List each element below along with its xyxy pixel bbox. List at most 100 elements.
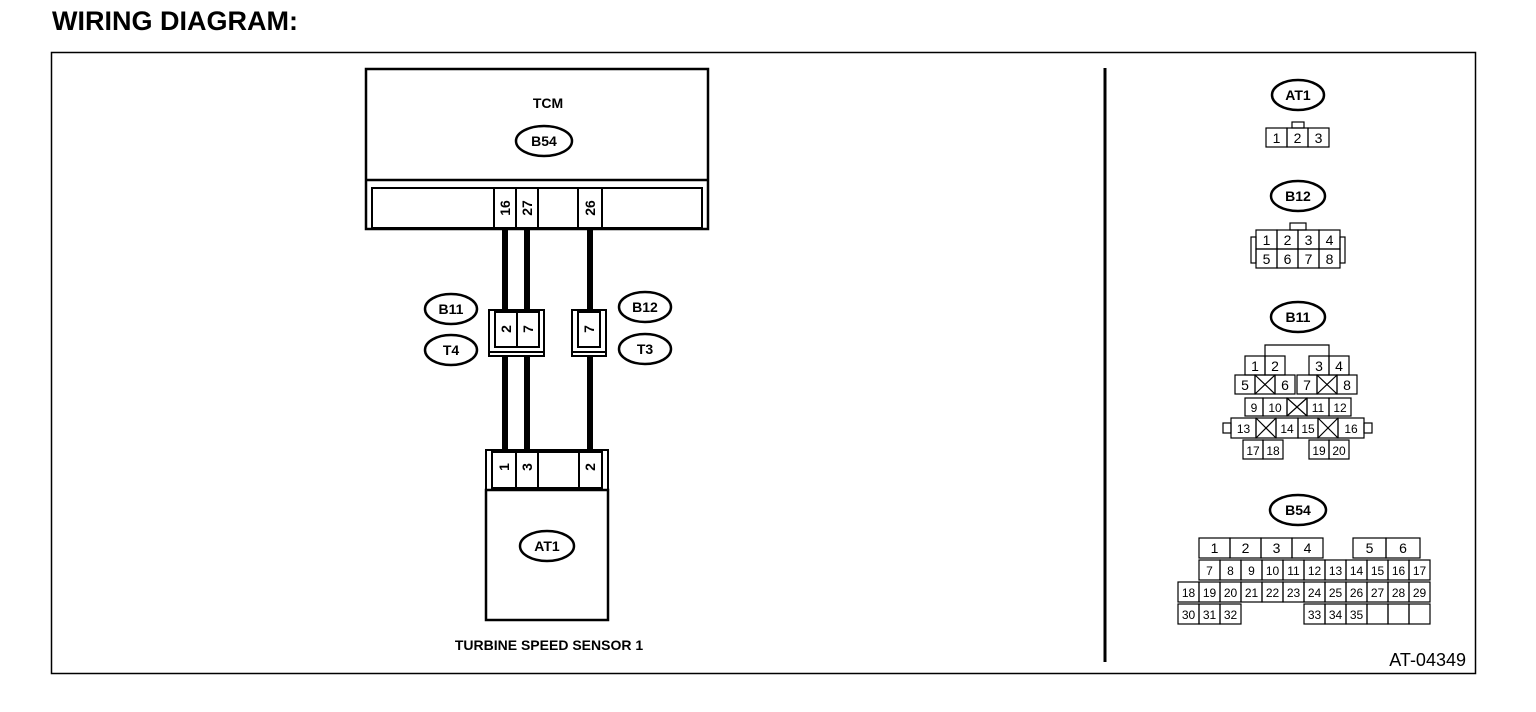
b54-pin: 27	[1371, 586, 1385, 600]
b54-pin: 25	[1329, 586, 1343, 600]
b54-pin: 34	[1329, 608, 1343, 622]
sensor-connector-label: AT1	[534, 538, 560, 554]
tcm-pin-27: 27	[519, 200, 535, 216]
b11-pin: 19	[1312, 444, 1326, 458]
b54-pin: 3	[1273, 540, 1281, 556]
b54-pin: 7	[1206, 564, 1213, 578]
diagram-frame	[50, 51, 1477, 675]
b11-pin: 6	[1281, 377, 1289, 393]
b54-pin: 19	[1203, 586, 1217, 600]
sensor-name: TURBINE SPEED SENSOR 1	[455, 637, 643, 653]
connector-b12-label: B12	[1285, 188, 1311, 204]
sensor-pin-1: 1	[496, 463, 512, 471]
joint-b11-pin-7: 7	[520, 325, 536, 333]
page-title: WIRING DIAGRAM:	[52, 6, 298, 36]
joint-b12-pin-7: 7	[581, 325, 597, 333]
b12-pin: 2	[1284, 232, 1292, 248]
b12-pin: 6	[1284, 251, 1292, 267]
b12-pin: 5	[1263, 251, 1271, 267]
tcm-unit: TCM B54 16 27 26	[364, 67, 710, 231]
b54-pin: 11	[1287, 564, 1300, 578]
b11-pin: 16	[1344, 422, 1358, 436]
b54-pin: 18	[1182, 586, 1196, 600]
b11-pin: 4	[1335, 358, 1343, 374]
sensor-pin-3: 3	[519, 463, 535, 471]
joint-right-bottom-label: T3	[637, 341, 654, 357]
b11-pin: 20	[1332, 444, 1346, 458]
b54-cell	[1408, 581, 1431, 603]
joint-left-bottom-label: T4	[443, 342, 460, 358]
b54-cell	[1387, 603, 1410, 625]
b54-pin: 32	[1224, 608, 1238, 622]
b12-pin: 7	[1305, 251, 1313, 267]
b54-pin: 1	[1211, 540, 1219, 556]
b54-pin: 31	[1203, 608, 1217, 622]
b12-pin: 1	[1263, 232, 1271, 248]
b11-pin: 5	[1241, 377, 1249, 393]
b54-pin: 22	[1266, 586, 1280, 600]
joint-connector-b12-t3: 7 B12 T3	[571, 290, 673, 366]
b11-pin: 12	[1333, 401, 1347, 415]
b54-pin: 30	[1182, 608, 1196, 622]
b11-pin: 3	[1315, 358, 1323, 374]
b11-pin: 11	[1312, 401, 1325, 415]
b54-pin: 2	[1242, 540, 1250, 556]
turbine-speed-sensor: 1 3 2 AT1 TURBINE SPEED SENSOR 1	[455, 449, 643, 653]
joint-connector-b11-t4: 2 7 B11 T4	[423, 292, 545, 367]
b11-pin: 15	[1301, 422, 1315, 436]
b54-pin: 20	[1224, 586, 1238, 600]
b11-pin: 9	[1251, 401, 1258, 415]
b54-pin: 21	[1245, 586, 1259, 600]
b54-cell	[1366, 603, 1389, 625]
b54-pin: 29	[1413, 586, 1427, 600]
b54-pin: 33	[1308, 608, 1322, 622]
b11-pin: 17	[1246, 444, 1260, 458]
b11-pin: 1	[1251, 358, 1259, 374]
b12-pin: 3	[1305, 232, 1313, 248]
connector-at1-view: AT1 1 2 3	[1265, 78, 1330, 148]
b54-pin: 9	[1248, 564, 1255, 578]
b11-pin: 10	[1268, 401, 1282, 415]
b11-pin: 18	[1266, 444, 1280, 458]
b54-pin: 17	[1413, 564, 1427, 578]
b54-cell	[1385, 537, 1421, 559]
b54-pin: 15	[1371, 564, 1385, 578]
b11-pin: 7	[1303, 377, 1311, 393]
b54-pin: 5	[1366, 540, 1374, 556]
tcm-connector-label: B54	[531, 133, 557, 149]
b54-pin: 23	[1287, 586, 1301, 600]
tcm-pin-26: 26	[582, 200, 598, 216]
tcm-connector-badge	[514, 124, 574, 158]
b11-pin: 8	[1343, 377, 1351, 393]
b54-pin: 24	[1308, 586, 1322, 600]
b54-pin: 28	[1392, 586, 1406, 600]
b54-pin: 16	[1392, 564, 1406, 578]
joint-right-top-label: B12	[632, 299, 658, 315]
connector-b54-label: B54	[1285, 502, 1311, 518]
b54-pin: 4	[1304, 540, 1312, 556]
joint-b11-pin-2: 2	[498, 325, 514, 333]
b54-pin: 12	[1308, 564, 1322, 578]
b11-pin: 14	[1280, 422, 1294, 436]
tcm-pin-16: 16	[497, 200, 513, 216]
connector-b12-view: B12 1 2 3 4 5 6 7 8	[1250, 179, 1346, 269]
b54-pin: 8	[1227, 564, 1234, 578]
figure-id: AT-04349	[1389, 650, 1466, 670]
connector-b11-label: B11	[1286, 309, 1311, 325]
b54-pin: 10	[1266, 564, 1280, 578]
b11-pin: 2	[1271, 358, 1279, 374]
joint-left-top-label: B11	[439, 301, 464, 317]
b54-pin: 13	[1329, 564, 1343, 578]
b12-pin: 8	[1326, 251, 1334, 267]
sensor-pin-2: 2	[582, 463, 598, 471]
connector-b11-view: B11	[1222, 300, 1373, 460]
at1-pin: 3	[1315, 130, 1323, 146]
at1-pin: 2	[1294, 130, 1302, 146]
b54-cell	[1291, 537, 1324, 559]
b54-cell	[1219, 603, 1242, 625]
at1-pin: 1	[1273, 130, 1281, 146]
b54-pin: 6	[1399, 540, 1407, 556]
b11-pin: 13	[1237, 422, 1251, 436]
